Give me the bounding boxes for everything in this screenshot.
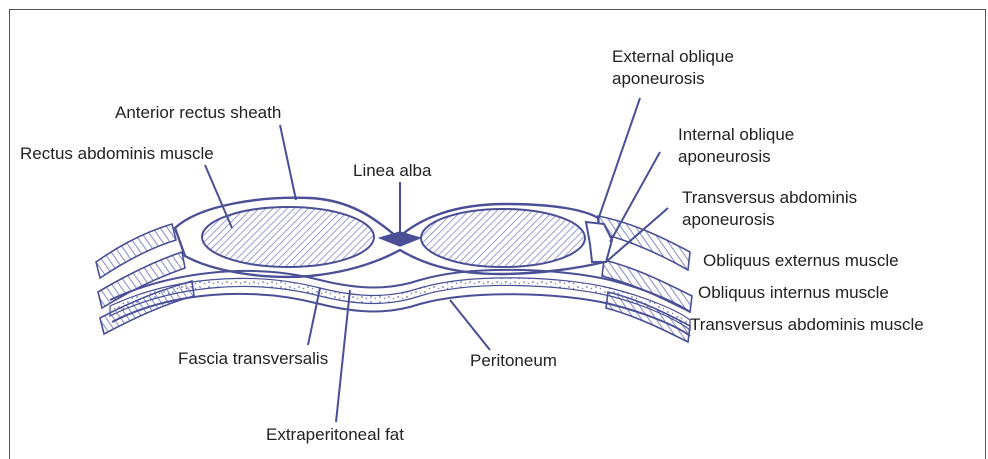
label-obliquus-internus-muscle: Obliquus internus muscle	[698, 282, 889, 303]
label-anterior-rectus-sheath: Anterior rectus sheath	[115, 102, 281, 123]
leader-fascia-transversalis	[308, 288, 320, 345]
leader-anterior-rectus-sheath	[280, 125, 296, 200]
right-rectus-abdominis	[421, 209, 585, 267]
label-internal-oblique-1: Internal oblique	[678, 124, 794, 145]
label-peritoneum: Peritoneum	[470, 350, 557, 371]
label-linea-alba: Linea alba	[353, 160, 431, 181]
label-external-oblique-1: External oblique	[612, 46, 734, 67]
label-internal-oblique-2: aponeurosis	[678, 146, 771, 167]
label-transversus-aponeurosis-2: aponeurosis	[682, 209, 775, 230]
label-transversus-aponeurosis-1: Transversus abdominis	[682, 187, 857, 208]
leader-external-oblique	[598, 98, 640, 220]
label-obliquus-externus-muscle: Obliquus externus muscle	[703, 250, 899, 271]
label-rectus-abdominis-muscle: Rectus abdominis muscle	[20, 143, 214, 164]
label-transversus-abdominis-muscle: Transversus abdominis muscle	[690, 314, 924, 335]
leader-peritoneum	[450, 300, 490, 350]
label-extraperitoneal-fat: Extraperitoneal fat	[266, 424, 404, 445]
label-fascia-transversalis: Fascia transversalis	[178, 348, 328, 369]
label-external-oblique-2: aponeurosis	[612, 68, 705, 89]
